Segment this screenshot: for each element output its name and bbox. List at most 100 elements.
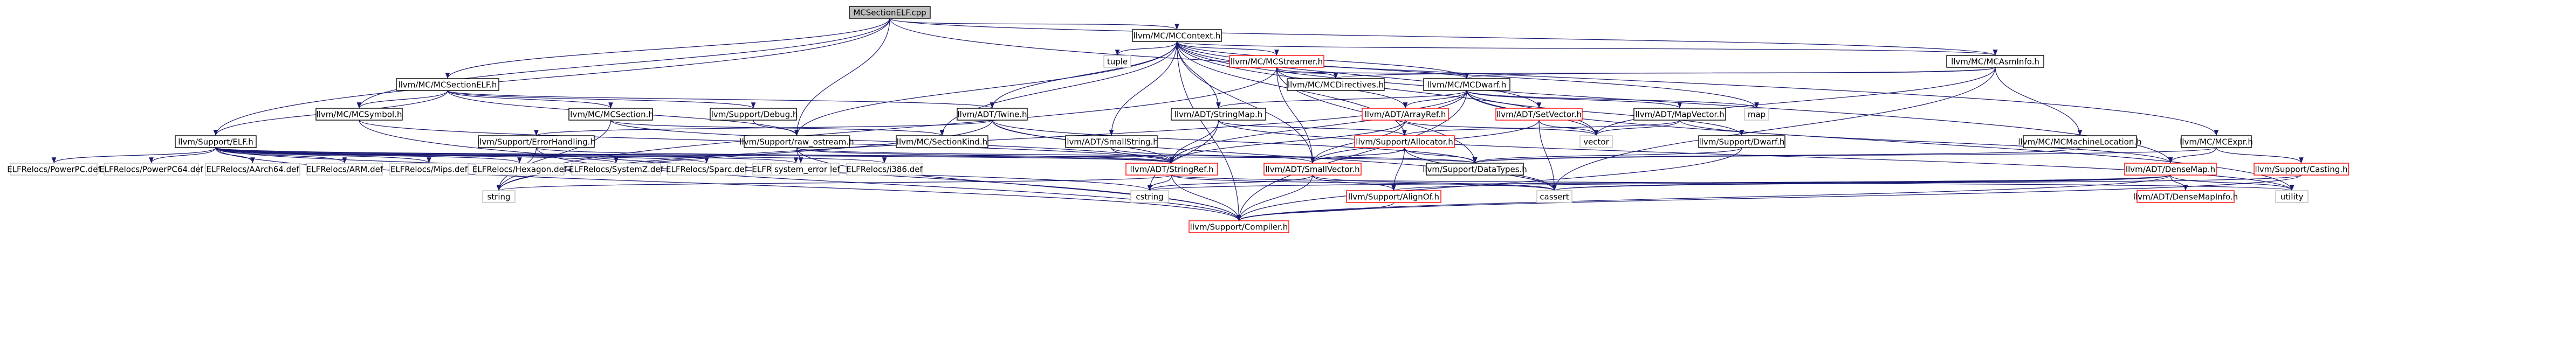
edge-stringmap-to-stringref bbox=[1169, 120, 1219, 164]
edge-mccontext-to-tuple bbox=[1115, 41, 1178, 56]
node-mcexpr[interactable]: llvm/MC/MCExpr.h bbox=[2180, 135, 2253, 148]
node-errorhandling-label: llvm/Support/ErrorHandling.h bbox=[477, 137, 595, 147]
edge-setvector-to-vector bbox=[1538, 120, 1599, 136]
edge-elf-to-compiler bbox=[215, 147, 1241, 221]
node-supportdwarf-box bbox=[1698, 135, 1785, 148]
edge-mcasminfo-to-mcmachineloc bbox=[1995, 67, 2083, 136]
node-alignof[interactable]: llvm/Support/AlignOf.h bbox=[1346, 190, 1441, 203]
edge-twine-to-cassert bbox=[992, 120, 1557, 191]
edge-elf-to-elfsystemz bbox=[215, 147, 619, 164]
node-mcasminfo-box bbox=[1946, 55, 2044, 68]
node-rawostream[interactable]: llvm/Support/raw_ostream.h bbox=[739, 135, 854, 148]
node-tuple-box bbox=[1103, 55, 1131, 68]
node-smallstring[interactable]: llvm/ADT/SmallString.h bbox=[1064, 135, 1158, 148]
node-mcsectionelf[interactable]: llvm/MC/MCSectionELF.h bbox=[396, 78, 499, 91]
node-utility-box bbox=[2275, 190, 2309, 203]
node-mapvector[interactable]: llvm/ADT/MapVector.h bbox=[1633, 108, 1726, 121]
node-mcsection[interactable]: llvm/MC/MCSection.h bbox=[568, 108, 654, 121]
node-mcsymbol[interactable]: llvm/MC/MCSymbol.h bbox=[315, 108, 403, 121]
edge-mcexpr-to-densemap bbox=[2168, 147, 2217, 164]
node-datatypes-label: llvm/Support/DataTypes.h bbox=[1423, 165, 1527, 175]
node-errorhandling[interactable]: llvm/Support/ErrorHandling.h bbox=[477, 135, 595, 148]
edge-root-to-mcsymbol bbox=[356, 18, 890, 109]
edge-errorhandling-to-stringref bbox=[535, 147, 1174, 164]
node-casting[interactable]: llvm/Support/Casting.h bbox=[2254, 163, 2349, 176]
node-tuple: tuple bbox=[1103, 55, 1131, 68]
node-elfarm-box bbox=[306, 163, 383, 176]
node-elf-label: llvm/Support/ELF.h bbox=[178, 137, 253, 147]
node-cassert-label: cassert bbox=[1540, 192, 1569, 202]
edge-casting-to-cassert bbox=[1552, 175, 2302, 191]
node-elfsystemz: ELFRelocs/SystemZ.def bbox=[569, 163, 664, 176]
node-stringmap-label: llvm/ADT/StringMap.h bbox=[1174, 110, 1263, 120]
edge-alignof-to-compiler bbox=[1237, 202, 1395, 221]
node-map-box bbox=[1744, 108, 1769, 121]
node-smallvector[interactable]: llvm/ADT/SmallVector.h bbox=[1263, 163, 1362, 176]
node-mcdwarf[interactable]: llvm/MC/MCDwarf.h bbox=[1423, 78, 1510, 91]
node-allocator[interactable]: llvm/Support/Allocator.h bbox=[1354, 135, 1455, 148]
edge-mcsectionelf-to-twine bbox=[447, 90, 994, 109]
node-arrayref[interactable]: llvm/ADT/ArrayRef.h bbox=[1362, 108, 1449, 121]
node-stringref[interactable]: llvm/ADT/StringRef.h bbox=[1125, 163, 1218, 176]
node-stringmap[interactable]: llvm/ADT/StringMap.h bbox=[1171, 108, 1266, 121]
edge-stringref-to-utility bbox=[1171, 175, 2294, 191]
node-elfmips: ELFRelocs/Mips.def bbox=[389, 163, 469, 176]
node-elf[interactable]: llvm/Support/ELF.h bbox=[175, 135, 257, 148]
node-mcmachineloc[interactable]: llvm/MC/MCMachineLocation.h bbox=[2018, 135, 2142, 148]
node-elfmips-box bbox=[389, 163, 469, 176]
node-elfi386: ELFRelocs/i386.def bbox=[846, 163, 923, 176]
node-mccontext[interactable]: llvm/MC/MCContext.h bbox=[1132, 29, 1222, 42]
node-systemerror: system_error bbox=[771, 163, 831, 176]
node-elfppc-box bbox=[10, 163, 98, 176]
edge-elf-to-elfarm bbox=[215, 147, 347, 164]
node-elfaarch64-label: ELFRelocs/AArch64.def bbox=[206, 165, 299, 175]
edge-mcexpr-to-datatypes bbox=[1473, 147, 2217, 164]
node-twine[interactable]: llvm/ADT/Twine.h bbox=[957, 108, 1028, 121]
edge-mcdwarf-to-map bbox=[1466, 90, 1759, 109]
edge-smallvector-to-compiler bbox=[1237, 175, 1313, 221]
node-mcstreamer[interactable]: llvm/MC/MCStreamer.h bbox=[1229, 55, 1324, 68]
node-root[interactable]: MCSectionELF.cpp bbox=[849, 6, 931, 19]
edge-mccontext-to-twine bbox=[990, 41, 1178, 109]
node-densemap[interactable]: llvm/ADT/DenseMap.h bbox=[2124, 163, 2217, 176]
node-smallvector-box bbox=[1263, 163, 1362, 176]
node-systemerror-box bbox=[771, 163, 831, 176]
edge-twine-to-datatypes bbox=[992, 120, 1478, 164]
node-datatypes[interactable]: llvm/Support/DataTypes.h bbox=[1423, 163, 1527, 176]
node-elf-box bbox=[175, 135, 257, 148]
node-cstring-box bbox=[1130, 190, 1169, 203]
node-alignof-box bbox=[1346, 190, 1441, 203]
node-mcexpr-label: llvm/MC/MCExpr.h bbox=[2180, 137, 2253, 147]
node-elfhexagon: ELFRelocs/Hexagon.def bbox=[472, 163, 567, 176]
node-utility-label: utility bbox=[2280, 192, 2304, 202]
node-densemapinfo[interactable]: llvm/ADT/DenseMapInfo.h bbox=[2133, 190, 2238, 203]
node-elfppc64-box bbox=[104, 163, 199, 176]
node-elfsparc-label: ELFRelocs/Sparc.def bbox=[666, 165, 748, 175]
node-casting-label: llvm/Support/Casting.h bbox=[2255, 165, 2347, 175]
node-mcsectionkind[interactable]: llvm/MC/SectionKind.h bbox=[896, 135, 988, 148]
node-elfhexagon-box bbox=[475, 163, 565, 176]
edge-smallvector-to-alignof bbox=[1312, 175, 1396, 191]
nodes-layer: MCSectionELF.cpp llvm/MC/MCContext.htuple… bbox=[7, 6, 2349, 233]
edge-mccontext-to-compiler bbox=[1176, 41, 1241, 221]
node-arrayref-box bbox=[1362, 108, 1449, 121]
edge-supportdwarf-to-datatypes bbox=[1472, 147, 1742, 164]
node-densemapinfo-label: llvm/ADT/DenseMapInfo.h bbox=[2133, 192, 2238, 202]
node-supportdwarf[interactable]: llvm/Support/Dwarf.h bbox=[1698, 135, 1785, 148]
node-setvector[interactable]: llvm/ADT/SetVector.h bbox=[1495, 108, 1583, 121]
node-mcasminfo[interactable]: llvm/MC/MCAsmInfo.h bbox=[1946, 55, 2044, 68]
node-vector-box bbox=[1579, 135, 1613, 148]
node-elfmips-label: ELFRelocs/Mips.def bbox=[390, 165, 468, 175]
node-mcdirectives[interactable]: llvm/MC/MCDirectives.h bbox=[1287, 78, 1385, 91]
node-smallstring-box bbox=[1065, 135, 1158, 148]
edge-setvector-to-cassert bbox=[1538, 120, 1557, 191]
node-compiler[interactable]: llvm/Support/Compiler.h bbox=[1189, 220, 1289, 233]
node-mcsectionkind-box bbox=[896, 135, 988, 148]
node-mcsectionelf-box bbox=[396, 78, 499, 91]
node-stringmap-box bbox=[1171, 108, 1266, 121]
node-mcstreamer-box bbox=[1229, 55, 1324, 68]
edge-densemap-to-cassert bbox=[1552, 175, 2171, 191]
edge-mcexpr-to-casting bbox=[2216, 147, 2304, 164]
node-debug[interactable]: llvm/Support/Debug.h bbox=[709, 108, 798, 121]
